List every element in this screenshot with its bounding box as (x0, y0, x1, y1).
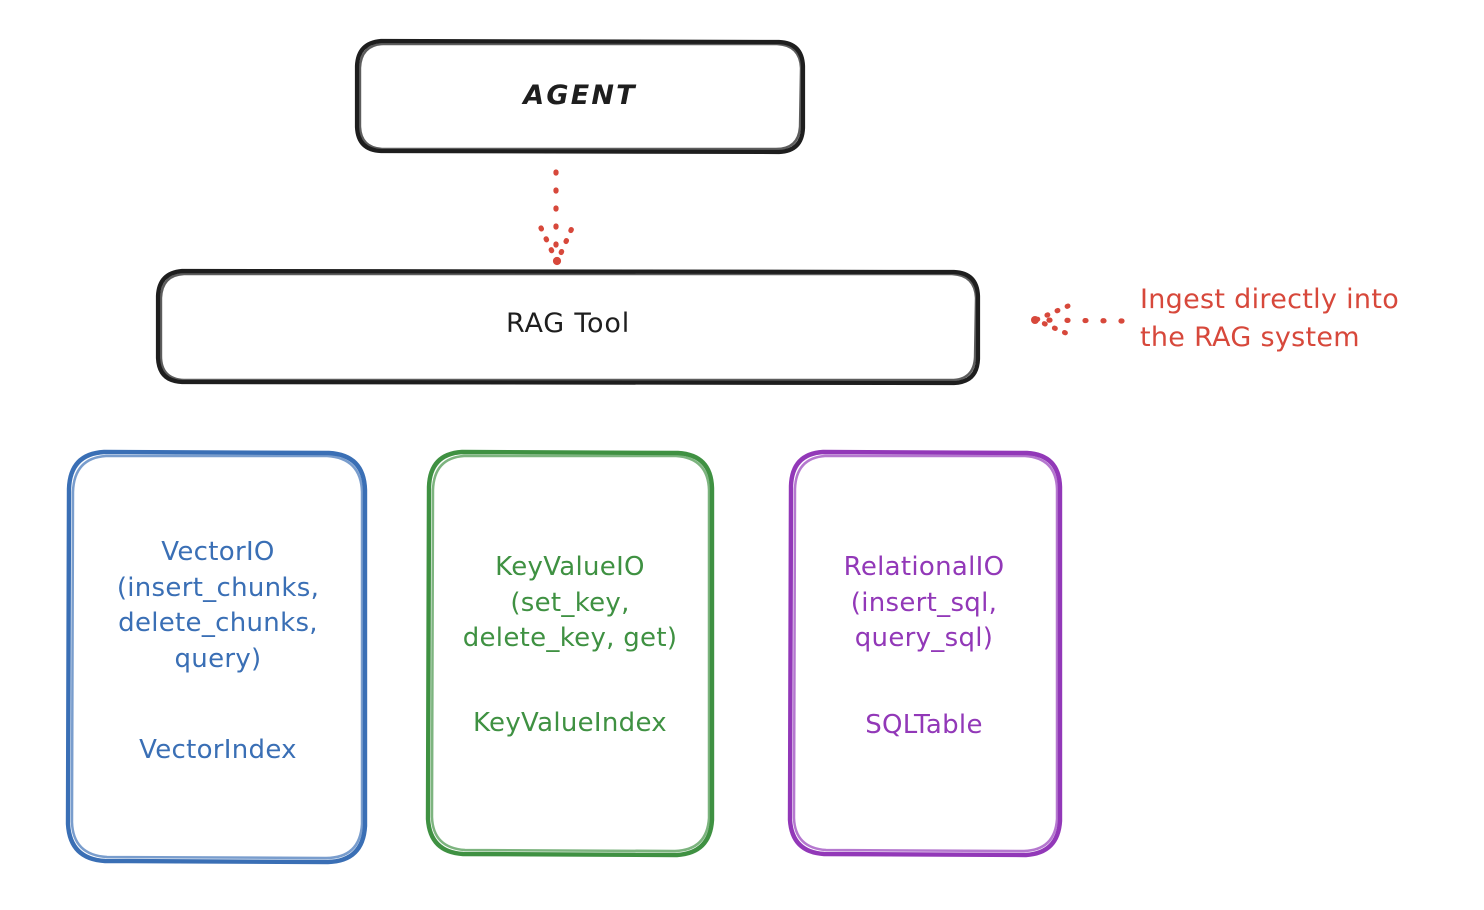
relational-io-box-outline-sketch (792, 454, 1059, 853)
ingest-arrow-tip (1031, 316, 1039, 324)
vector-io-api-label: VectorIO (insert_chunks, delete_chunks, … (116, 537, 320, 674)
agent-box-outline (354, 38, 806, 155)
key-value-io-box-outline-sketch (430, 454, 711, 853)
relational-io-node[interactable] (787, 449, 1063, 858)
key-value-io-index-label: KeyValueIndex (472, 708, 667, 738)
ingest-to-rag-connector (1031, 303, 1125, 337)
agent-box-outline-sketch (358, 42, 803, 151)
key-value-io-box-outline (425, 449, 715, 858)
rag-tool-box-outline (155, 268, 981, 386)
vector-io-box-outline (65, 449, 368, 865)
vector-io-index-label: VectorIndex (139, 735, 297, 765)
rag-tool-box-outline-sketch (159, 272, 978, 382)
relational-io-api-label: RelationalIO (insert_sql, query_sql) (843, 552, 1005, 654)
agent-to-rag-arrow-tip (552, 256, 562, 266)
ingest-dotted-line (1035, 317, 1125, 324)
vector-io-node[interactable] (65, 449, 368, 865)
key-value-io-api-label: KeyValueIO (set_key, delete_key, get) (462, 552, 678, 654)
agent-node[interactable] (354, 38, 806, 155)
rag-tool-node[interactable] (155, 268, 981, 386)
key-value-io-node[interactable] (425, 449, 715, 858)
vector-io-box-outline-sketch (70, 454, 364, 860)
agent-to-rag-connector (538, 169, 575, 266)
relational-io-box-outline (787, 449, 1063, 858)
ingest-annotation-label: Ingest directly into the RAG system (1140, 284, 1400, 354)
relational-io-index-label: SQLTable (865, 710, 983, 740)
